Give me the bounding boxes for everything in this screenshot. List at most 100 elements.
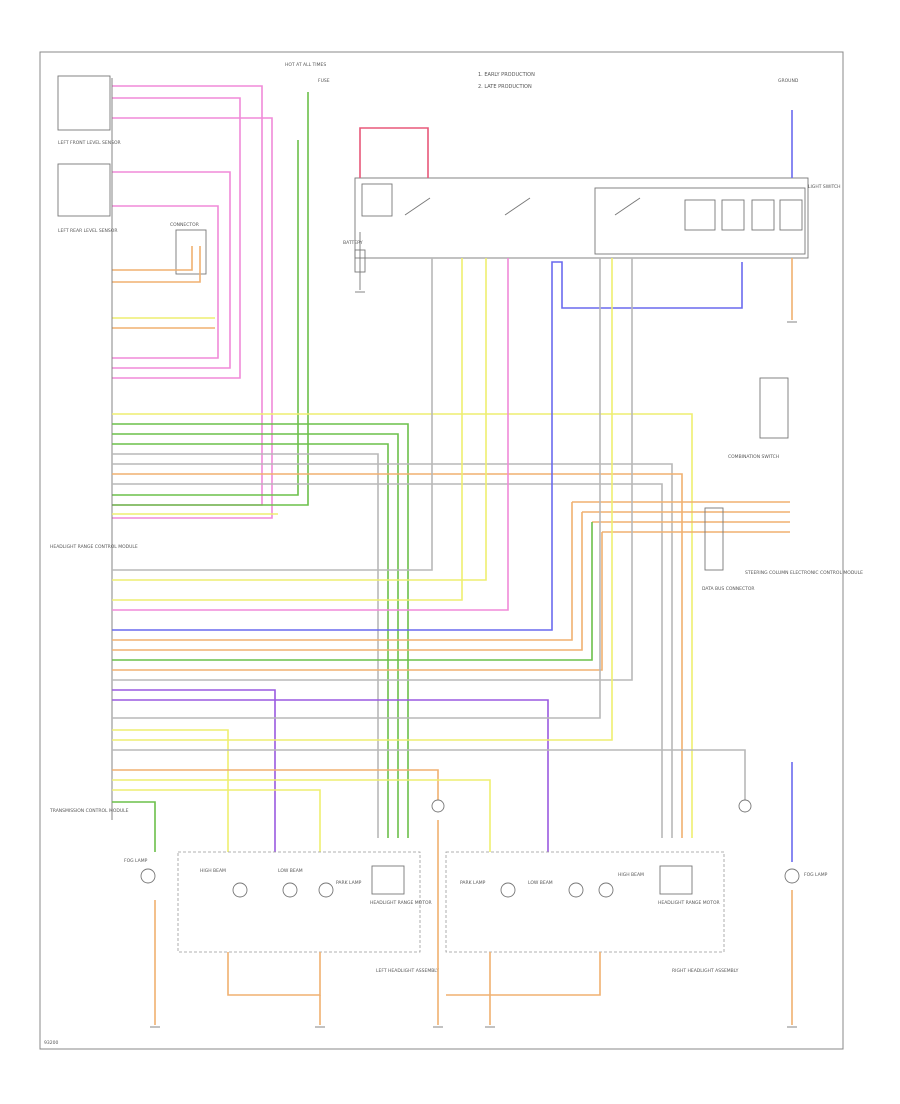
lower-wire-orange-4 (112, 769, 439, 800)
lower-wire-orange-3 (112, 532, 603, 671)
bus-wire-grey-3 (112, 483, 663, 838)
pink-wire-3 (112, 117, 273, 519)
right-headlight-assembly-label: RIGHT HEADLIGHT ASSEMBLY (672, 968, 739, 974)
headlight-range-control-label: HEADLIGHT RANGE CONTROL MODULE (50, 544, 138, 550)
left-high-beam-bulb (232, 882, 248, 898)
bus-wire-green-2 (112, 433, 399, 838)
left-low-beam-label: LOW BEAM (278, 868, 303, 874)
right-aux-lamp-bulb (738, 799, 752, 813)
left-range-motor (371, 865, 405, 895)
lower-wire-orange-2 (112, 512, 583, 651)
left-park-lamp-bulb (318, 882, 334, 898)
left-park-lamp-label: PARK LAMP (336, 880, 362, 886)
switch-relay-2 (721, 199, 745, 231)
lower-wire-grey-3 (112, 258, 601, 719)
left-low-beam-bulb (282, 882, 298, 898)
bus-wire-yellow-1 (112, 413, 693, 838)
green-fuse-wire-2 (112, 140, 299, 496)
bus-wire-green-3 (112, 443, 389, 838)
ground-link-right (446, 952, 601, 996)
light-switch-label: LIGHT SWITCH (808, 184, 841, 190)
lower-wire-yellow-2 (112, 258, 463, 601)
right-fog-lamp-bulb (784, 868, 800, 884)
left-headlight-assembly-label: LEFT HEADLIGHT ASSEMBLY (376, 968, 439, 974)
steering-column-module-label: STEERING COLUMN ELECTRONIC CONTROL MODUL… (745, 570, 863, 576)
battery-symbol (354, 249, 366, 273)
lower-wire-purple-1 (112, 689, 276, 852)
battery-label: BATTERY (343, 240, 363, 246)
left-rear-level-sensor-box (57, 163, 111, 217)
connector-note: CONNECTOR (170, 222, 199, 228)
switch-fuse-box (361, 183, 393, 217)
right-range-motor-label: HEADLIGHT RANGE MOTOR (658, 900, 720, 906)
bus-wire-grey-1 (112, 453, 379, 838)
right-range-motor (659, 865, 693, 895)
left-range-motor-label: HEADLIGHT RANGE MOTOR (370, 900, 432, 906)
left-rear-level-sensor-label: LEFT REAR LEVEL SENSOR (58, 228, 117, 234)
pink-wire-4 (112, 171, 231, 369)
bus-wire-orange-1 (112, 473, 683, 838)
left-high-beam-label: HIGH BEAM (200, 868, 226, 874)
light-switch-box (354, 177, 809, 259)
lower-wire-yellow-5 (112, 779, 491, 852)
legend-line-1: 1. EARLY PRODUCTION (478, 72, 535, 78)
right-high-beam-label: HIGH BEAM (618, 872, 644, 878)
orange-wire-sensor-2 (112, 246, 201, 283)
diagram-frame (39, 51, 844, 1050)
legend-line-2: 2. LATE PRODUCTION (478, 84, 532, 90)
lower-wire-grey-1 (112, 258, 433, 571)
lower-wire-green-1 (112, 522, 593, 661)
sensor-connector (175, 229, 207, 275)
right-fog-lamp-label: FOG LAMP (804, 872, 828, 878)
orange-wire-sensor-1 (112, 246, 193, 271)
ground-symbols (150, 321, 797, 1028)
ground-label: GROUND (778, 78, 799, 84)
bus-wire-grey-2 (112, 463, 673, 838)
pink-wire-5 (112, 205, 219, 359)
hot-at-all-times-label: HOT AT ALL TIMES (285, 62, 326, 68)
switch-contact-2 (504, 197, 531, 216)
green-fuse-wire (112, 92, 309, 506)
lower-wire-yellow-4 (112, 258, 613, 741)
right-high-beam-bulb (598, 882, 614, 898)
combination-switch-label: COMBINATION SWITCH (728, 454, 779, 460)
lower-wire-green-2 (112, 801, 156, 852)
right-low-beam-bulb (568, 882, 584, 898)
switch-contact-1 (404, 197, 431, 216)
ground-link-left (227, 952, 321, 996)
lower-wire-blue-1 (112, 261, 743, 631)
lower-wire-yellow-6 (112, 789, 321, 852)
footer-code: 93200 (44, 1040, 58, 1046)
bus-wire-green-1 (112, 423, 409, 838)
right-park-lamp-bulb (500, 882, 516, 898)
lower-wire-pink-1 (112, 258, 509, 611)
data-bus-connector (704, 507, 724, 571)
light-switch-inner (594, 187, 806, 255)
lower-wire-purple-2 (112, 699, 549, 852)
right-park-lamp-label: PARK LAMP (460, 880, 486, 886)
combination-switch-block (759, 377, 789, 439)
left-fog-lamp-bulb (140, 868, 156, 884)
left-front-level-sensor-label: LEFT FRONT LEVEL SENSOR (58, 140, 121, 146)
power-wire-red (359, 127, 429, 178)
switch-relay-4 (779, 199, 803, 231)
left-fog-lamp-label: FOG LAMP (124, 858, 148, 864)
lower-wire-grey-4 (112, 749, 746, 800)
left-aux-lamp-bulb (431, 799, 445, 813)
switch-contact-3 (614, 197, 641, 216)
data-bus-connector-label: DATA BUS CONNECTOR (702, 586, 755, 592)
right-low-beam-label: LOW BEAM (528, 880, 553, 886)
lower-wire-grey-2 (112, 258, 633, 681)
lower-wire-orange-1 (112, 502, 573, 641)
switch-relay-1 (684, 199, 716, 231)
lower-wire-yellow-3 (112, 729, 229, 852)
left-front-level-sensor-box (57, 75, 111, 131)
pink-wire-2 (112, 97, 241, 379)
switch-relay-3 (751, 199, 775, 231)
left-headlight-assembly-box (177, 851, 421, 953)
fuse-label: FUSE (318, 78, 330, 84)
transmission-control-label: TRANSMISSION CONTROL MODULE (49, 808, 129, 814)
lower-wire-yellow-1 (112, 258, 487, 581)
